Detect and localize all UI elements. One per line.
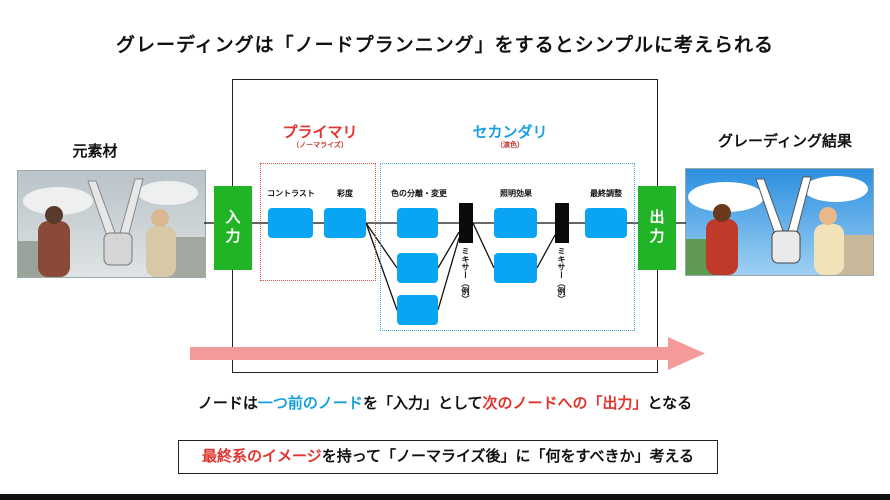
saturation-node xyxy=(324,208,366,238)
bottom-bar xyxy=(0,494,890,500)
saturation-label: 彩度 xyxy=(337,189,353,198)
mixer-2 xyxy=(555,203,569,243)
original-material-label: 元素材 xyxy=(72,142,118,160)
color-separation-node-2 xyxy=(397,253,438,283)
secondary-group xyxy=(380,163,635,331)
primary-title: プライマリ xyxy=(282,123,358,141)
final-adjust-node xyxy=(585,208,627,238)
graded-photo xyxy=(685,168,874,276)
secondary-title: セカンダリ xyxy=(472,123,548,141)
primary-group xyxy=(260,163,376,281)
final-adjust-label: 最終調整 xyxy=(590,189,622,198)
flow-arrow xyxy=(190,337,705,370)
node-explanation: ノードは一つ前のノードを「入力」として次のノードへの「出力」となる xyxy=(197,394,693,412)
contrast-label: コントラスト xyxy=(267,189,315,198)
lighting-node-1 xyxy=(494,208,537,238)
primary-subtitle: （ノーマライズ） xyxy=(292,141,348,149)
color-separation-label: 色の分離・変更 xyxy=(391,189,447,198)
input-node: 入力 xyxy=(214,186,252,270)
grading-result-label: グレーディング結果 xyxy=(718,132,852,150)
mixer-1 xyxy=(459,203,473,243)
color-separation-node-3 xyxy=(397,295,438,325)
output-node: 出力 xyxy=(638,186,676,270)
contrast-node xyxy=(268,208,313,238)
page-title: グレーディングは「ノードプランニング」をするとシンプルに考えられる xyxy=(115,34,775,56)
original-photo xyxy=(17,170,206,278)
final-image-note: 最終系のイメージを持って「ノーマライズ後」に「何をすべきか」考える xyxy=(178,440,718,474)
lighting-label: 照明効果 xyxy=(500,189,532,198)
mixer-1-label: ミキサー（例） xyxy=(461,247,470,303)
color-separation-node-1 xyxy=(397,208,438,238)
secondary-subtitle: （演色） xyxy=(496,141,524,149)
mixer-2-label: ミキサー（例） xyxy=(557,247,566,303)
lighting-node-2 xyxy=(494,253,537,283)
